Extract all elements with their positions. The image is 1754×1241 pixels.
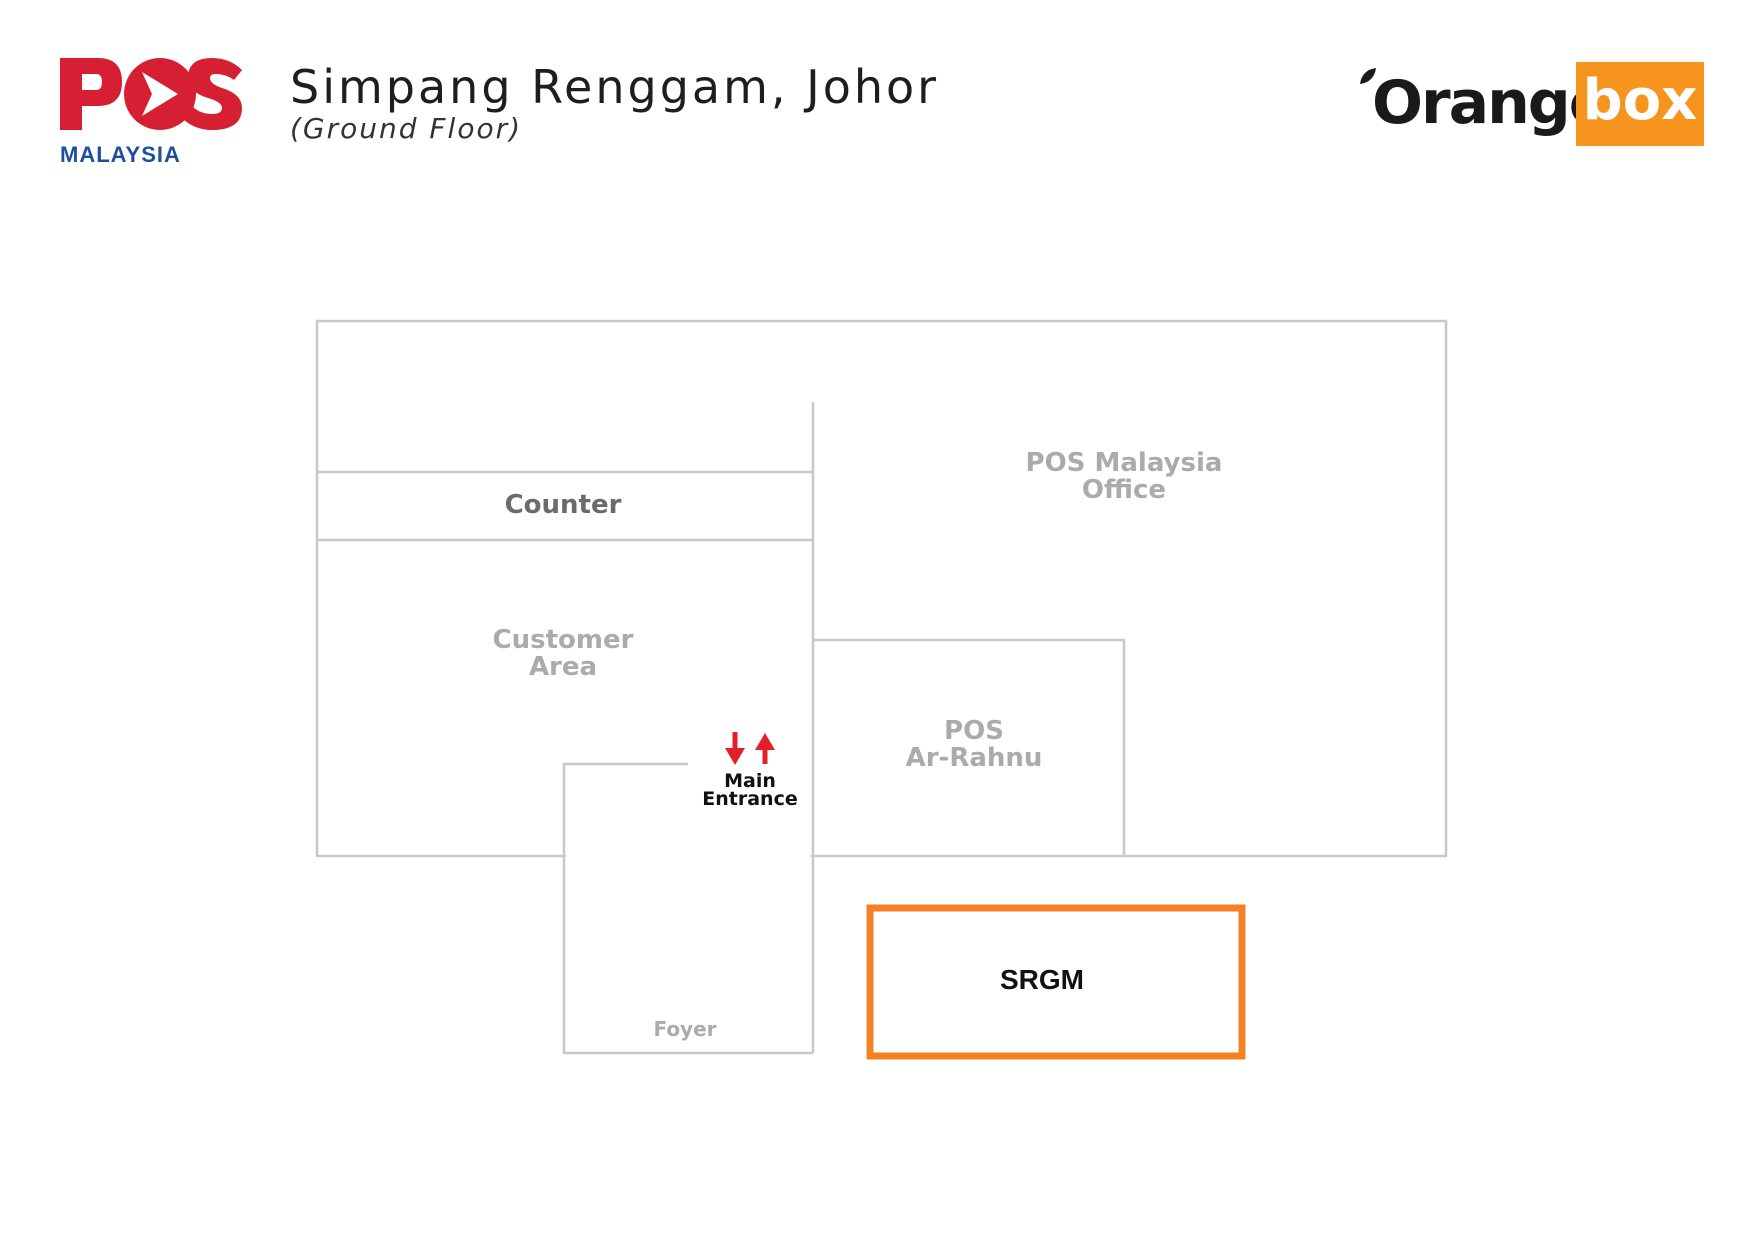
pos-office-label-line2: Office bbox=[1081, 475, 1167, 505]
foyer-label: Foyer bbox=[653, 1017, 717, 1041]
entrance-arrows-icon bbox=[725, 732, 775, 765]
srgm-highlight-box bbox=[866, 904, 1246, 1060]
pos-office-label-line1: POS Malaysia bbox=[1025, 448, 1223, 478]
foyer-walls bbox=[562, 762, 813, 1055]
ar-rahnu-walls bbox=[813, 638, 1126, 856]
srgm-label: SRGM bbox=[1000, 964, 1084, 995]
leaf-icon bbox=[1360, 68, 1376, 84]
customer-area-label-line1: Customer bbox=[492, 625, 634, 655]
orangebox-logo-word2: box bbox=[1582, 68, 1698, 133]
customer-area-label-line2: Area bbox=[528, 652, 598, 682]
orangebox-logo-box bbox=[1576, 62, 1704, 146]
building-outline bbox=[315, 319, 1448, 858]
ar-rahnu-label-line2: Ar-Rahnu bbox=[905, 743, 1043, 773]
counter-label: Counter bbox=[504, 490, 622, 520]
page-title: Simpang Renggam, Johor bbox=[290, 60, 940, 114]
page-subtitle: (Ground Floor) bbox=[290, 112, 523, 145]
main-entrance-label-line2: Entrance bbox=[702, 788, 798, 810]
main-entrance-label-line1: Main bbox=[724, 770, 776, 792]
pos-malaysia-logo-subtext: MALAYSIA bbox=[60, 142, 181, 167]
pos-malaysia-logo bbox=[60, 58, 242, 130]
orangebox-logo-word1: Orange bbox=[1372, 68, 1609, 138]
ar-rahnu-label-line1: POS bbox=[944, 716, 1004, 746]
